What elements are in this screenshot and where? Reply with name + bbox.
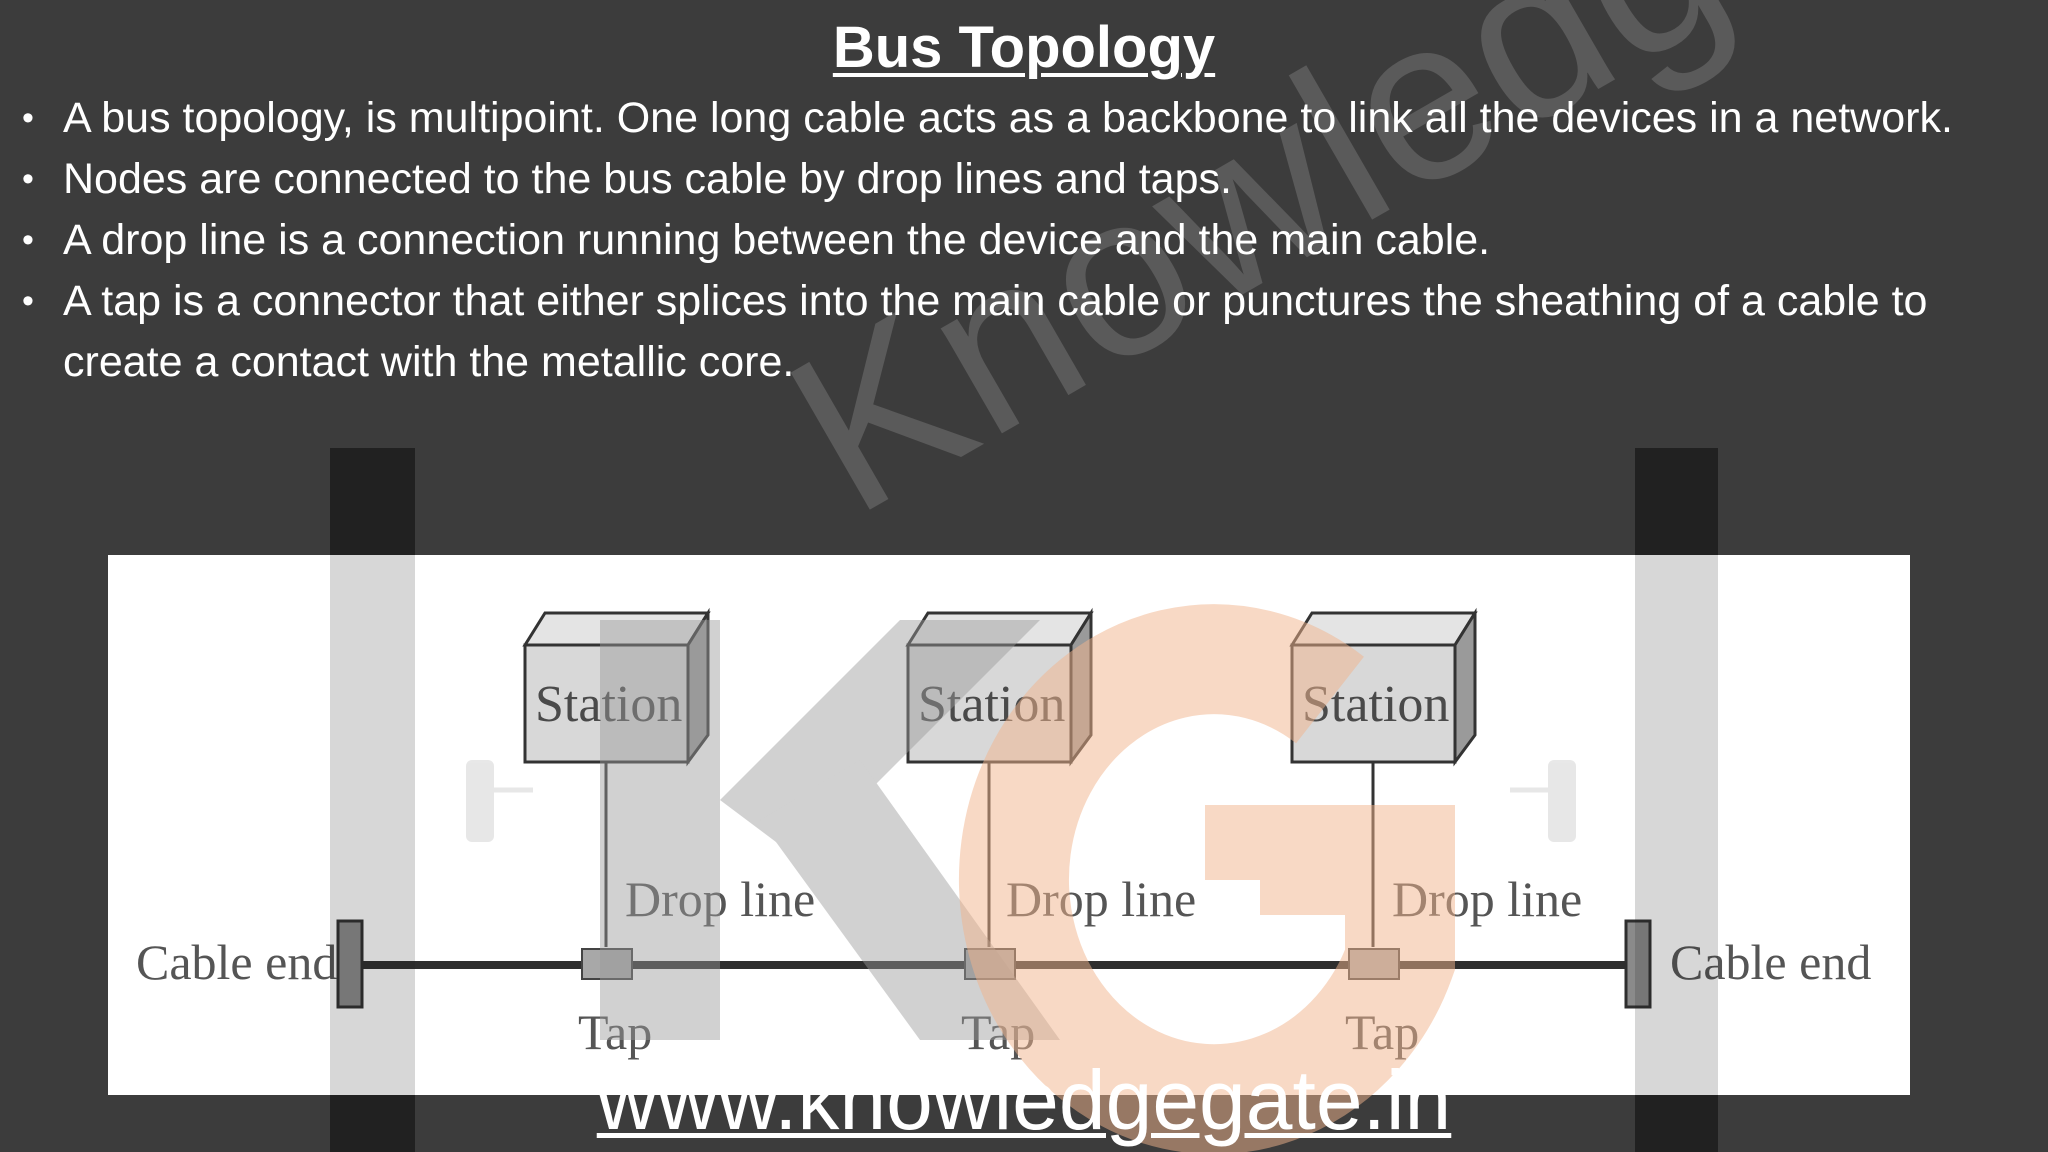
bullet-icon: • [22,221,34,259]
station-label: Station [918,676,1066,733]
tap-label: Tap [578,1004,653,1060]
bullet-item: • A drop line is a connection running bet… [22,210,1982,271]
page-title: Bus Topology [832,15,1216,80]
bullet-text: A bus topology, is multipoint. One long … [63,94,1953,142]
bullet-list: • A bus topology, is multipoint. One long… [22,88,1982,393]
bullet-text: A tap is a connector that either splices… [63,277,1928,386]
cable-end-label-left: Cable end [136,934,338,990]
handle-watermark-left [466,760,533,842]
bullet-item: • A tap is a connector that either splice… [22,271,1982,393]
bus-topology-diagram: Station Station Station Drop line Drop l… [108,555,1910,1095]
bullet-icon: • [22,160,34,198]
drop-line-label: Drop line [1392,871,1583,927]
cable-end-label-right: Cable end [1670,934,1872,990]
station-label: Station [1302,676,1450,733]
cable-end-left-terminator [336,919,364,1009]
handle-watermark-right [1510,760,1576,842]
bullet-text: A drop line is a connection running betw… [63,216,1491,264]
station-label: Station [535,676,683,733]
cable-end-right-terminator [1624,919,1652,1009]
bullet-item: • Nodes are connected to the bus cable by… [22,149,1982,210]
bullet-text: Nodes are connected to the bus cable by … [63,155,1232,203]
bullet-icon: • [22,282,34,320]
station-1 [522,607,711,980]
watermark-url: www.knowledgegate.in [596,1053,1452,1147]
drop-line-label: Drop line [625,871,816,927]
bullet-icon: • [22,99,34,137]
bullet-item: • A bus topology, is multipoint. One long… [22,88,1982,149]
drop-line-label: Drop line [1006,871,1197,927]
